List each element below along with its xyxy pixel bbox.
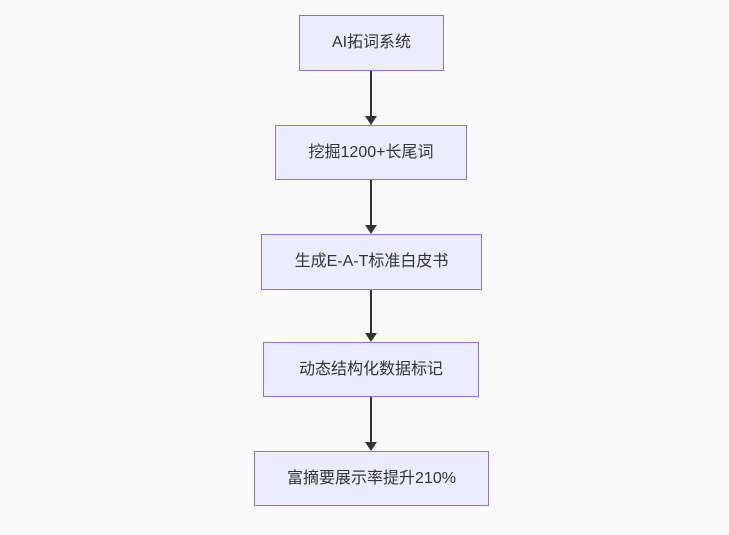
arrow-line — [370, 397, 372, 442]
arrow-head — [365, 116, 377, 125]
arrow-down-icon — [364, 397, 378, 451]
arrow-line — [370, 71, 372, 116]
flow-node-label: 富摘要展示率提升210% — [287, 469, 456, 487]
arrow-down-icon — [364, 71, 378, 125]
arrow-line — [370, 290, 372, 333]
flow-node-label: 挖掘1200+长尾词 — [308, 143, 434, 161]
flow-node-label: 动态结构化数据标记 — [298, 360, 443, 378]
arrow-head — [365, 442, 377, 451]
flow-node-label: 生成E-A-T标准白皮书 — [294, 253, 449, 271]
flow-node-eat-whitepaper: 生成E-A-T标准白皮书 — [261, 234, 482, 290]
flow-node-ai-expansion: AI拓词系统 — [299, 15, 444, 71]
arrow-down-icon — [364, 180, 378, 234]
flow-node-label: AI拓词系统 — [331, 34, 412, 52]
flow-node-longtail-mining: 挖掘1200+长尾词 — [275, 125, 467, 180]
flow-node-structured-data: 动态结构化数据标记 — [263, 342, 479, 397]
arrow-head — [365, 225, 377, 234]
flow-node-rich-snippet-result: 富摘要展示率提升210% — [254, 451, 489, 506]
arrow-down-icon — [364, 290, 378, 342]
arrow-line — [370, 180, 372, 225]
arrow-head — [365, 333, 377, 342]
